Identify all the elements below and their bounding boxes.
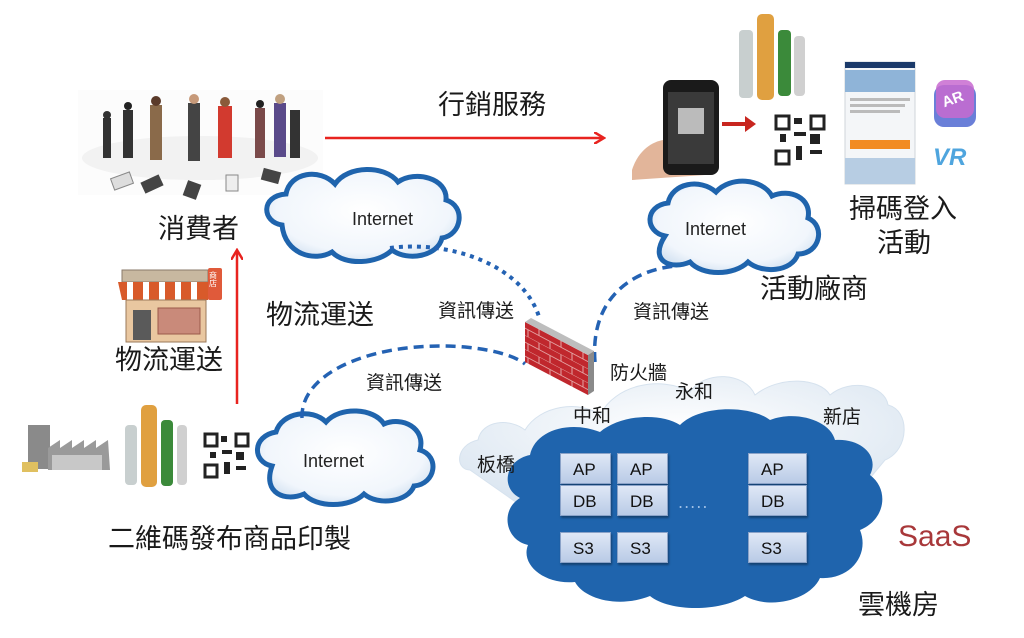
info-link-dotted <box>389 244 542 321</box>
phone-scan-image <box>632 80 719 180</box>
bottles-image <box>739 14 805 100</box>
cloud-icon <box>264 167 462 265</box>
info-link-label-2: 資訊傳送 <box>633 301 710 323</box>
cloud-icon <box>255 408 436 507</box>
store-icon <box>118 268 222 343</box>
server-cell-s3: S3 <box>617 532 668 563</box>
server-cell-s3: S3 <box>560 532 611 563</box>
datacenter-label: 雲機房 <box>858 590 939 621</box>
region-label-yonghe: 永和 <box>675 381 714 403</box>
bottles-image <box>125 405 187 487</box>
scan-activity-label: 活動 <box>877 228 931 259</box>
info-link-dashed <box>592 264 677 363</box>
internet-label-3: Internet <box>303 451 365 471</box>
info-link-label-1: 資訊傳送 <box>438 300 515 322</box>
server-cell-ap: AP <box>748 453 807 484</box>
consumer-label: 消費者 <box>158 214 239 245</box>
region-label-banqiao: 板橋 <box>477 454 516 476</box>
store-sign: 商店 <box>209 271 217 288</box>
region-label-zhonghe: 中和 <box>573 405 612 427</box>
app-screenshot <box>844 61 916 185</box>
consumers-image <box>78 90 323 200</box>
server-cell-ap: AP <box>617 453 668 484</box>
firewall-icon <box>525 318 594 395</box>
internet-label-1: Internet <box>352 209 414 229</box>
server-cell-s3: S3 <box>748 532 807 563</box>
region-label-xindian: 新店 <box>823 406 862 428</box>
server-cell-db: DB <box>748 485 807 516</box>
marketing-label: 行銷服務 <box>438 90 546 121</box>
qr-code-icon <box>203 432 250 479</box>
saas-label: SaaS <box>898 520 972 553</box>
server-cell-ap: AP <box>560 453 611 484</box>
info-link-dashed <box>300 344 527 419</box>
ar-icon <box>934 80 976 127</box>
server-cell-db: DB <box>617 485 668 516</box>
server-cell-db: DB <box>560 485 611 516</box>
logistics-label-center: 物流運送 <box>266 300 374 331</box>
producer-label: 二維碼發布商品印製 <box>108 524 351 555</box>
server-ellipsis: ..... <box>678 493 709 512</box>
internet-label-2: Internet <box>685 219 747 239</box>
logistics-label-left: 物流運送 <box>115 345 223 376</box>
firewall-label: 防火牆 <box>610 362 668 384</box>
info-link-label-3: 資訊傳送 <box>366 372 443 394</box>
qr-code-icon <box>774 114 826 166</box>
vendor-label: 活動廠商 <box>760 274 868 305</box>
scan-arrow-icon <box>722 116 756 132</box>
vr-icon: VR <box>933 144 967 171</box>
factory-icon <box>22 425 110 472</box>
cloud-icon <box>647 178 821 275</box>
scan-login-label: 掃碼登入 <box>849 194 957 225</box>
